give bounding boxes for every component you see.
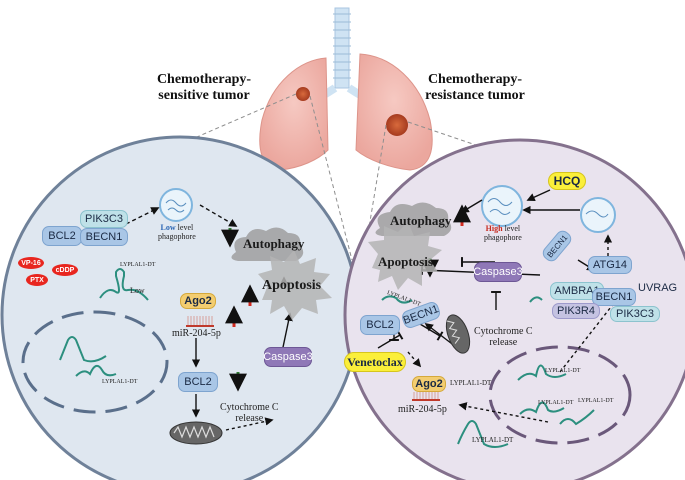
- atg14: ATG14: [588, 256, 632, 274]
- high-level-phagophore-label: High level phagophore: [484, 224, 522, 242]
- mir-label-right: miR-204-5p: [398, 404, 447, 415]
- lncrna-nucleus-label: LYPLAL1-DT: [102, 379, 138, 385]
- mirna-comb-right: [412, 392, 440, 401]
- high-phagophore-icon: [481, 185, 523, 227]
- autophagy-label-left: Autophagy: [243, 236, 305, 251]
- resistant-nucleus: [488, 345, 632, 445]
- resistant-tumor-icon: [386, 114, 408, 136]
- uvrag: UVRAG: [638, 282, 678, 294]
- apoptosis-burst-left: [258, 250, 332, 320]
- bcl2-left-complex: BCL2: [42, 226, 82, 246]
- cytochrome-c-left: Cytochrome C release: [220, 402, 279, 424]
- mitochondrion-icon-right: [445, 314, 471, 354]
- lncrna-hairpins-right: [381, 295, 595, 448]
- drug-vp16: VP-16: [18, 257, 44, 269]
- ago2-lncrna-label: LYPLAL1-DT: [450, 379, 492, 387]
- lncrna-label-left: LYPLAL1-DT: [120, 262, 156, 268]
- becn1-complex: BECN1: [592, 288, 636, 306]
- lncrna-hairpin-left: [59, 268, 149, 377]
- mir-label-left: miR-204-5p: [172, 328, 221, 339]
- lung-icon: [259, 53, 433, 171]
- ago2-left: Ago2: [180, 293, 216, 309]
- sensitive-tumor-title: Chemotherapy- sensitive tumor: [156, 72, 252, 103]
- lncrna-label-bottom: LYPLAL1-DT: [472, 436, 514, 444]
- lncrna-label-r3: LYPLAL1-DT: [578, 398, 614, 404]
- bcl2-right: BCL2: [360, 315, 400, 335]
- apoptosis-label-left: Apoptosis: [262, 278, 322, 293]
- pik3c3-left: PIK3C3: [80, 210, 128, 228]
- low-level-phagophore-label: Low level phagophore: [158, 223, 196, 241]
- sensitive-nucleus: [21, 310, 169, 414]
- drug-cddp: cDDP: [52, 264, 78, 276]
- autophagy-cloud-right: [375, 202, 452, 236]
- drug-ptx: PTX: [26, 274, 48, 286]
- caspase3-left: Caspase3: [263, 347, 313, 367]
- autophagy-cloud-left: [231, 227, 304, 261]
- apoptosis-burst-right: [368, 222, 442, 290]
- mirna-comb-left: [186, 316, 214, 327]
- autophagosome-icon: [580, 197, 616, 233]
- bcl2-left: BCL2: [178, 372, 218, 392]
- low-phagophore-icon: [159, 188, 193, 222]
- sensitive-tumor-icon: [296, 87, 310, 101]
- ago2-right: Ago2: [412, 376, 446, 392]
- caspase3-right: Caspase3: [473, 262, 523, 282]
- lncrna-label-r1: LYPLAL1-DT: [545, 368, 581, 374]
- lncrna-label-r2: LYPLAL1-DT: [538, 400, 574, 406]
- cytochrome-c-right: Cytochrome C release: [474, 326, 533, 348]
- apoptosis-label-right: Apoptosis: [378, 254, 433, 269]
- venetoclax-label: Venetoclax: [344, 352, 406, 372]
- becn1-left: BECN1: [80, 228, 128, 246]
- resistance-tumor-title: Chemotherapy- resistance tumor: [425, 72, 525, 103]
- autophagy-label-right: Autophagy: [390, 213, 452, 228]
- pik3c3-right: PIK3C3: [610, 306, 660, 322]
- lncrna-low-label: Low: [130, 286, 145, 295]
- mitochondrion-icon-left: [169, 421, 223, 445]
- hcq-label: HCQ: [548, 172, 586, 190]
- ambra1: AMBRA1: [550, 282, 604, 300]
- pik3r4: PIK3R4: [552, 303, 600, 319]
